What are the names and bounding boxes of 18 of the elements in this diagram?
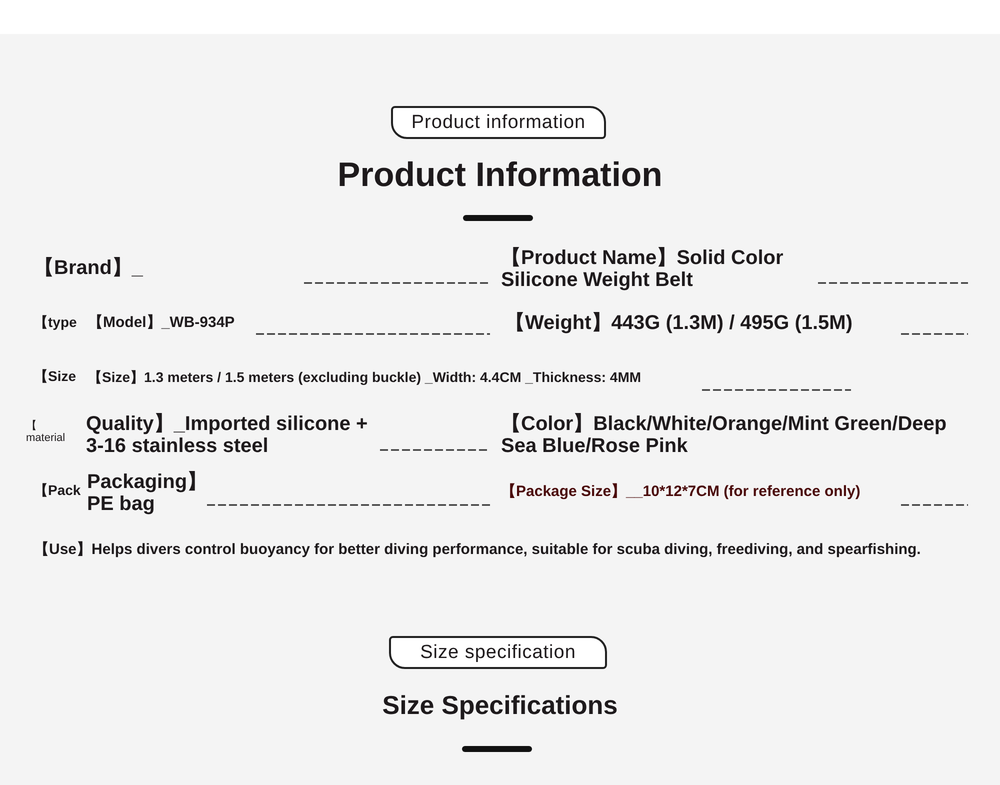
field-label: 【Size (34, 369, 78, 384)
field-label: 【Pack (34, 483, 82, 498)
usage-text: 【Use】Helps divers control buoyancy for better diving performance, suitable for scuba diving, freediving, and spearfishing. (34, 542, 921, 558)
field-text: 【Size】1.3 meters / 1.5 meters (excluding buckle) _Width: 4.4CM _Thickness: 4MM (88, 370, 642, 386)
field-text: 【Color】Black/White/Orange/Mint Green/Deep Sea Blue/Rose Pink (501, 413, 948, 457)
field-text: 【Brand】_ (34, 257, 144, 279)
field-text: 【Model】_WB-934P (88, 315, 236, 332)
field-text: 【Product Name】Solid Color Silicone Weight Belt (501, 247, 784, 291)
field-label: 【 material (26, 420, 66, 444)
field-text: Quality】_Imported silicone + 3-16 stainless steel (86, 413, 369, 457)
field-text: 【Weight】443G (1.3M) / 495G (1.5M) (505, 312, 854, 334)
page-title: Product Information (336, 157, 664, 194)
section-tag: Size specification (389, 636, 607, 669)
field-text: 【Package Size】__10*12*7CM (for reference only) (501, 484, 860, 500)
section-tag: Product information (391, 106, 606, 139)
section-heading: Size Specifications (381, 691, 619, 720)
field-text: Packaging】 PE bag (87, 471, 197, 515)
field-label: 【type (34, 315, 78, 330)
